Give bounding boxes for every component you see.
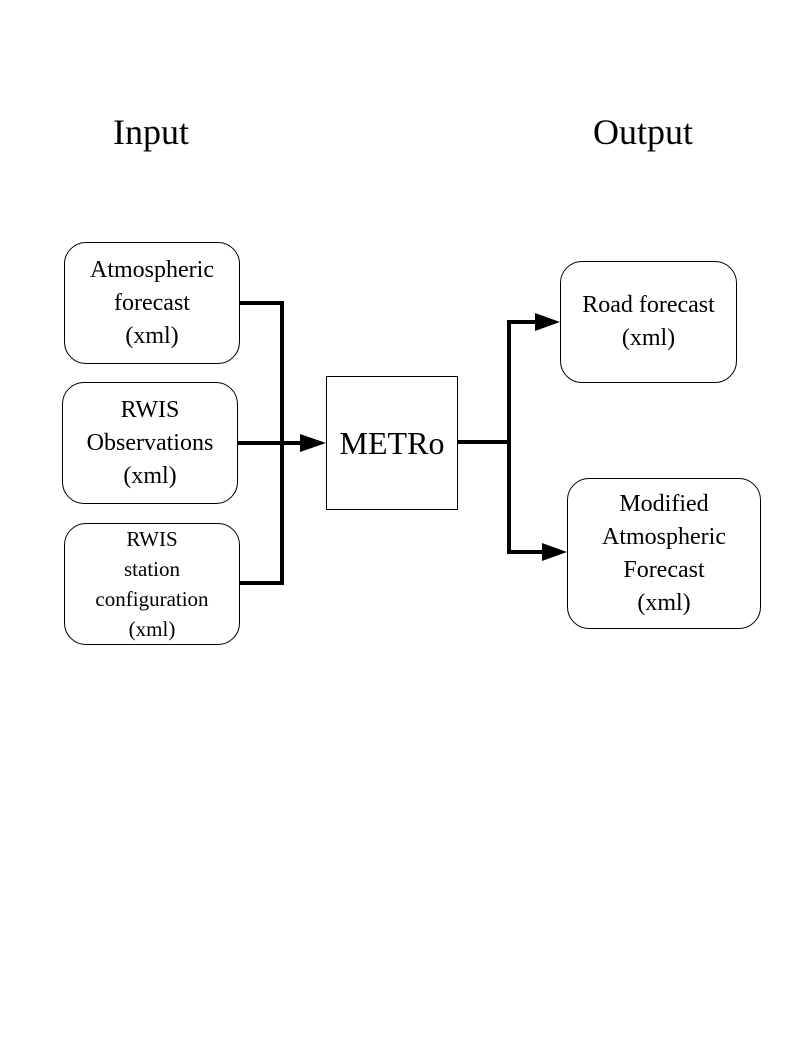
box-text-line: (xml) [637, 589, 691, 616]
box-text-line: Observations [86, 429, 214, 456]
metro-label: METRo [339, 424, 445, 461]
arrowhead-to-metro [300, 434, 326, 452]
output-modified-atmospheric-forecast-box: Modified Atmospheric Forecast (xml) [567, 478, 761, 629]
box-text-line: Road forecast [582, 292, 715, 318]
connector-road-forecast [507, 320, 535, 442]
box-text-line: configuration [95, 587, 209, 611]
box-text-line: (xml) [128, 617, 176, 641]
box-text-line: forecast [114, 289, 190, 316]
connector-rwis-station-configuration [240, 443, 284, 585]
box-text-line: Forecast [623, 556, 705, 583]
arrowhead-to-road-forecast [535, 313, 560, 331]
box-text-line: Atmospheric [90, 256, 214, 283]
box-text-line: RWIS [120, 396, 180, 423]
input-rwis-observations-box: RWIS Observations (xml) [62, 382, 238, 504]
input-atmospheric-forecast-box: Atmospheric forecast (xml) [64, 242, 240, 364]
connector-modified-forecast [507, 442, 542, 554]
output-road-forecast-box: Road forecast (xml) [560, 261, 737, 383]
box-text-line: (xml) [123, 462, 177, 489]
box-text-line: station [124, 557, 180, 581]
box-text-line: (xml) [125, 322, 179, 349]
input-heading: Input [113, 112, 189, 152]
box-text-line: RWIS [126, 527, 178, 551]
arrowhead-to-modified-forecast [542, 543, 567, 561]
connector-atmospheric-forecast [240, 301, 284, 443]
box-text-line: (xml) [621, 325, 676, 351]
box-text-line: Atmospheric [602, 523, 726, 550]
metro-process-box: METRo [326, 376, 458, 510]
input-rwis-station-configuration-box: RWIS station configuration (xml) [64, 523, 240, 645]
output-heading: Output [593, 112, 694, 152]
box-text-line: Modified [619, 490, 709, 517]
